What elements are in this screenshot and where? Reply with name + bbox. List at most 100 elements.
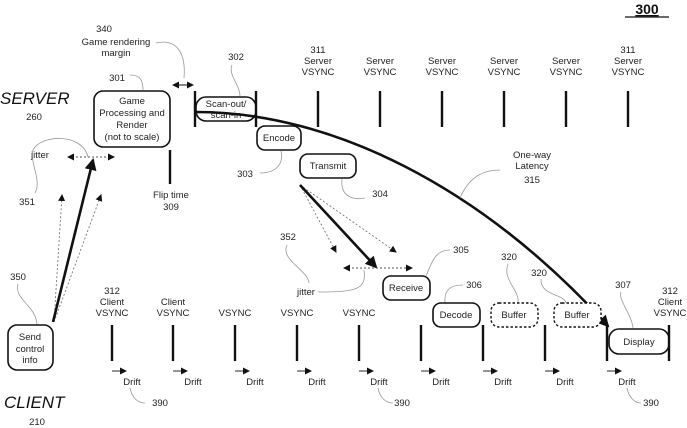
decode-label: Decode bbox=[440, 310, 473, 321]
send-dotted-arrow-early bbox=[53, 194, 66, 323]
decode-box bbox=[432, 302, 481, 328]
drift-label: Drift bbox=[246, 377, 264, 388]
drift-label: Drift bbox=[123, 377, 141, 388]
send-box-line-3: info bbox=[22, 355, 37, 366]
server-vsync-label-1a: Server bbox=[304, 56, 332, 67]
drift-label: Drift bbox=[618, 377, 636, 388]
drift-label: Drift bbox=[494, 377, 512, 388]
latency-ref: 315 bbox=[524, 175, 540, 186]
server-ref: 260 bbox=[26, 112, 42, 123]
game-processing-box bbox=[93, 90, 171, 148]
send-box-ref: 350 bbox=[10, 272, 26, 283]
game-box-line-4: (not to scale) bbox=[105, 132, 160, 143]
server-label: SERVER bbox=[0, 89, 70, 108]
game-box-ref: 301 bbox=[109, 73, 125, 84]
margin-leader bbox=[155, 41, 185, 79]
game-box-line-3: Render bbox=[116, 120, 147, 131]
display-label: Display bbox=[623, 337, 654, 348]
client-jitter-label: jitter bbox=[296, 287, 315, 298]
server-vsync-ref-6: 311 bbox=[620, 45, 635, 56]
client-vsync-label-3: VSYNC bbox=[219, 308, 252, 319]
encode-ref: 303 bbox=[237, 169, 253, 180]
server-jitter-leader bbox=[32, 138, 89, 194]
transmit-label: Transmit bbox=[310, 161, 347, 172]
one-way-latency-arrow bbox=[195, 110, 610, 328]
client-vsync-group: 312 Client VSYNC Client VSYNC VSYNC VSYN… bbox=[96, 286, 687, 361]
transmit-arrow bbox=[299, 184, 378, 269]
client-vsync-label-2a: Client bbox=[161, 297, 186, 308]
encode-box bbox=[256, 125, 302, 151]
client-vsync-label-4: VSYNC bbox=[281, 308, 314, 319]
flip-time-label: Flip time bbox=[153, 190, 189, 201]
client-vsync-ref-10: 312 bbox=[662, 286, 678, 297]
client-vsync-label-1a: Client bbox=[100, 297, 125, 308]
server-vsync-label-5b: VSYNC bbox=[550, 67, 583, 78]
latency-leader bbox=[459, 169, 501, 199]
client-vsync-label-5: VSYNC bbox=[343, 308, 376, 319]
client-ref: 210 bbox=[29, 417, 45, 428]
drift-leader-1 bbox=[129, 387, 146, 404]
server-vsync-label-2b: VSYNC bbox=[364, 67, 397, 78]
send-dotted-arrow-late bbox=[53, 194, 103, 323]
buffer1-leader bbox=[506, 263, 519, 304]
buffer-box-2 bbox=[553, 302, 602, 328]
latency-label-2: Latency bbox=[515, 161, 549, 172]
client-jitter-leader-a bbox=[285, 244, 310, 284]
transmit-dotted-arrow-late bbox=[299, 184, 397, 253]
client-vsync-label-10b: VSYNC bbox=[654, 308, 687, 319]
client-label: CLIENT bbox=[4, 393, 66, 412]
buffer-box-1 bbox=[490, 302, 539, 328]
encode-label: Encode bbox=[263, 133, 295, 144]
scanout-line-2: scan-in bbox=[211, 110, 242, 121]
transmit-ref: 304 bbox=[372, 189, 388, 200]
transmit-leader bbox=[341, 178, 366, 199]
receive-ref: 305 bbox=[453, 245, 469, 256]
server-vsync-label-6b: VSYNC bbox=[612, 67, 645, 78]
margin-label-2: margin bbox=[101, 48, 130, 59]
transmit-box bbox=[299, 153, 357, 179]
scanout-leader bbox=[230, 64, 241, 97]
client-vsync-label-2b: VSYNC bbox=[157, 308, 190, 319]
buffer2-leader bbox=[540, 278, 567, 304]
drift-ref-3: 390 bbox=[643, 398, 659, 409]
buffer2-label: Buffer bbox=[564, 310, 589, 321]
send-box-line-2: control bbox=[16, 344, 45, 355]
game-box-line-2: Processing and bbox=[99, 108, 164, 119]
drift-ref-1: 390 bbox=[152, 398, 168, 409]
server-vsync-label-2a: Server bbox=[366, 56, 394, 67]
send-control-arrow bbox=[51, 158, 97, 323]
server-vsync-label-6a: Server bbox=[614, 56, 642, 67]
buffer2-ref: 320 bbox=[531, 268, 547, 279]
margin-label-1: Game rendering bbox=[82, 37, 151, 48]
scanout-line-1: Scan-out/ bbox=[206, 99, 247, 110]
server-vsync-label-4b: VSYNC bbox=[488, 67, 521, 78]
receive-box bbox=[382, 275, 431, 301]
server-vsync-group: 311 Server VSYNC Server VSYNC Server VSY… bbox=[302, 45, 645, 127]
drift-label: Drift bbox=[308, 377, 326, 388]
client-jitter-ref: 352 bbox=[280, 232, 296, 243]
drift-leader-3 bbox=[626, 387, 642, 404]
drift-label: Drift bbox=[432, 377, 450, 388]
flip-time-ref: 309 bbox=[163, 202, 179, 213]
display-leader bbox=[620, 291, 634, 329]
game-box-leader bbox=[129, 74, 144, 91]
send-box-leader bbox=[17, 283, 38, 326]
server-jitter-ref: 351 bbox=[19, 197, 35, 208]
drift-leader-2 bbox=[377, 387, 394, 404]
figure-number: 300 bbox=[635, 1, 659, 17]
client-vsync-label-1b: VSYNC bbox=[96, 308, 129, 319]
game-box-line-1: Game bbox=[119, 96, 145, 107]
display-ref: 307 bbox=[615, 280, 631, 291]
client-vsync-ref-1: 312 bbox=[104, 286, 120, 297]
server-vsync-label-5a: Server bbox=[552, 56, 580, 67]
drift-label: Drift bbox=[184, 377, 202, 388]
drift-group: Drift Drift Drift Drift Drift Drift Drift Drift… bbox=[112, 367, 636, 388]
server-vsync-label-3a: Server bbox=[428, 56, 456, 67]
latency-label-1: One-way bbox=[513, 150, 551, 161]
server-vsync-label-1b: VSYNC bbox=[302, 67, 335, 78]
buffer1-ref: 320 bbox=[501, 252, 517, 263]
drift-label: Drift bbox=[556, 377, 574, 388]
margin-ref: 340 bbox=[96, 24, 112, 35]
server-vsync-label-4a: Server bbox=[490, 56, 518, 67]
